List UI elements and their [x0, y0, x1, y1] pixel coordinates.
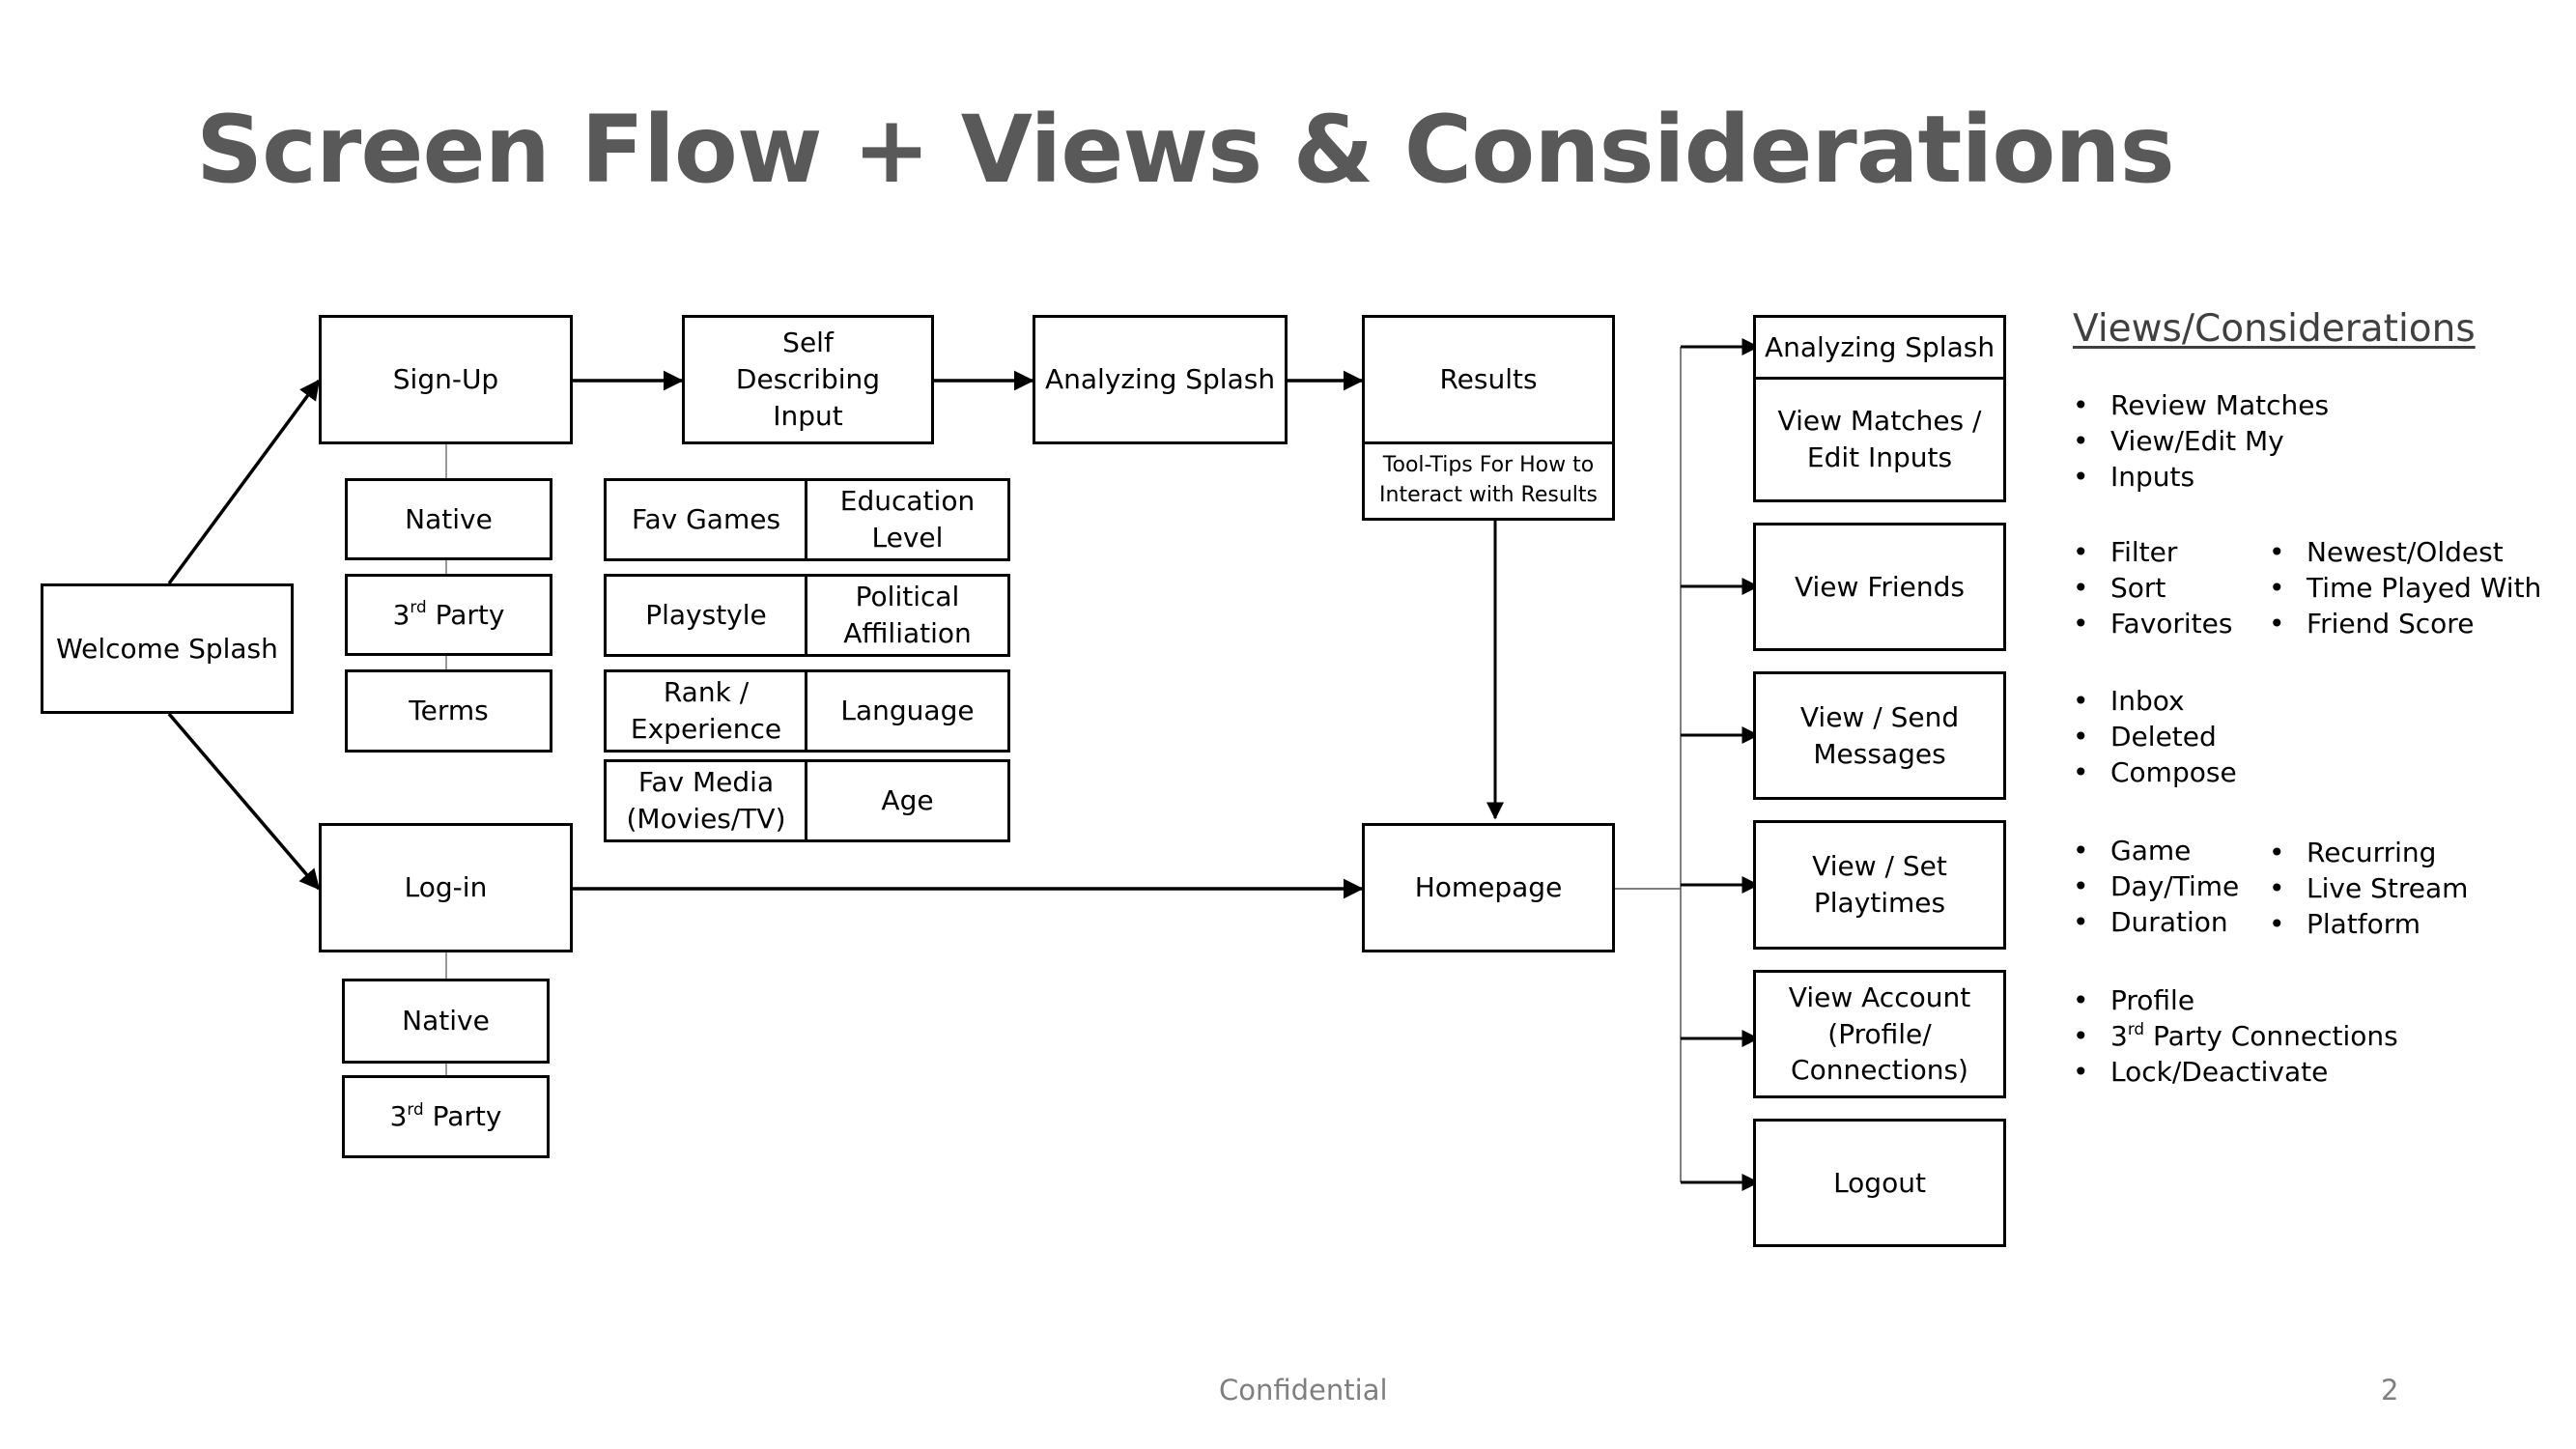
signup-terms-label: Terms — [409, 695, 489, 727]
analyzing-splash-label: Analyzing Splash — [1044, 363, 1276, 396]
input-language-label: Language — [840, 695, 975, 727]
input-language[interactable]: Language — [805, 669, 1010, 753]
welcome-splash-label: Welcome Splash — [56, 632, 278, 665]
list-item: Favorites — [2073, 606, 2232, 641]
tooltips-label: Tool-Tips For How to Interact with Resul… — [1379, 453, 1598, 507]
page-number: 2 — [2381, 1374, 2399, 1406]
list-item: Deleted — [2073, 719, 2237, 754]
playtimes-label: View / Set Playtimes — [1812, 850, 1947, 919]
messages-label: View / Send Messages — [1799, 700, 1960, 770]
input-fav-games[interactable]: Fav Games — [604, 478, 808, 561]
login-native-label: Native — [402, 1005, 490, 1037]
signup-native-node[interactable]: Native — [345, 478, 552, 560]
list-item: Friend Score — [2269, 606, 2541, 641]
input-rank[interactable]: Rank / Experience — [604, 669, 808, 753]
messages-node[interactable]: View / Send Messages — [1753, 671, 2006, 800]
logout-label: Logout — [1833, 1166, 1926, 1199]
list-item: Live Stream — [2269, 870, 2468, 906]
input-fav-games-label: Fav Games — [631, 503, 781, 536]
view-matches-node[interactable]: View Matches / Edit Inputs — [1753, 377, 2006, 502]
list-item: Platform — [2269, 906, 2468, 942]
list-item: Compose — [2073, 754, 2237, 790]
signup-label: Sign-Up — [392, 363, 499, 396]
login-label: Log-in — [404, 871, 488, 904]
list-item: Duration — [2073, 904, 2239, 940]
friends-considerations-left: Filter Sort Favorites — [2073, 534, 2232, 641]
login-third-party-label: 3rd Party — [389, 1098, 502, 1133]
input-playstyle-label: Playstyle — [645, 599, 767, 632]
self-describing-node[interactable]: Self Describing Input — [682, 315, 934, 444]
input-education-label: Education Level — [839, 485, 976, 554]
signup-third-party-label: 3rd Party — [392, 597, 505, 631]
homepage-label: Homepage — [1414, 871, 1563, 904]
input-rank-label: Rank / Experience — [630, 676, 782, 745]
signup-node[interactable]: Sign-Up — [319, 315, 573, 444]
list-item: Lock/Deactivate — [2073, 1054, 2398, 1090]
list-item: 3rd Party Connections — [2073, 1018, 2398, 1054]
homepage-node[interactable]: Homepage — [1362, 823, 1615, 952]
signup-third-party-node[interactable]: 3rd Party — [345, 574, 552, 656]
input-fav-media[interactable]: Fav Media (Movies/TV) — [604, 759, 808, 842]
playtimes-considerations-left: Game Day/Time Duration — [2073, 833, 2239, 940]
right-analyzing-splash-label: Analyzing Splash — [1764, 330, 1996, 363]
input-age-label: Age — [881, 784, 934, 817]
view-friends-node[interactable]: View Friends — [1753, 523, 2006, 651]
input-playstyle[interactable]: Playstyle — [604, 574, 808, 657]
playtimes-considerations-right: Recurring Live Stream Platform — [2269, 835, 2468, 942]
results-label: Results — [1439, 363, 1538, 396]
arrow-welcome-to-signup — [167, 379, 321, 585]
logout-node[interactable]: Logout — [1753, 1119, 2006, 1247]
playtimes-node[interactable]: View / Set Playtimes — [1753, 820, 2006, 950]
login-native-node[interactable]: Native — [342, 979, 550, 1064]
analyzing-splash-node[interactable]: Analyzing Splash — [1033, 315, 1288, 444]
list-item: Time Played With — [2269, 570, 2541, 606]
login-third-party-node[interactable]: 3rd Party — [342, 1075, 550, 1158]
signup-native-label: Native — [405, 502, 493, 535]
welcome-splash-node[interactable]: Welcome Splash — [41, 583, 294, 714]
list-item: Inbox — [2073, 683, 2237, 719]
input-education[interactable]: Education Level — [805, 478, 1010, 561]
list-item: Sort — [2073, 570, 2232, 606]
matches-considerations: Review Matches View/Edit My Inputs — [2073, 387, 2329, 495]
messages-considerations: Inbox Deleted Compose — [2073, 683, 2237, 790]
login-node[interactable]: Log-in — [319, 823, 573, 952]
list-item: Inputs — [2073, 459, 2329, 495]
self-describing-label: Self Describing Input — [735, 327, 881, 432]
friends-considerations-right: Newest/Oldest Time Played With Friend Sc… — [2269, 534, 2541, 641]
page-title: Screen Flow + Views & Considerations — [196, 96, 2175, 204]
signup-terms-node[interactable]: Terms — [345, 669, 552, 753]
list-item: Game — [2073, 833, 2239, 868]
list-item: Day/Time — [2073, 868, 2239, 904]
view-friends-label: View Friends — [1794, 570, 1966, 603]
input-fav-media-label: Fav Media (Movies/TV) — [626, 766, 786, 835]
account-considerations: Profile 3rd Party Connections Lock/Deact… — [2073, 982, 2398, 1090]
input-political[interactable]: Political Affiliation — [805, 574, 1010, 657]
arrow-welcome-to-login — [167, 712, 321, 891]
input-political-label: Political Affiliation — [843, 581, 972, 649]
list-item: View/Edit My — [2073, 423, 2329, 459]
confidential-label: Confidential — [1219, 1374, 1388, 1406]
views-heading: Views/Considerations — [2073, 307, 2476, 351]
list-item: Review Matches — [2073, 387, 2329, 423]
right-analyzing-splash-node[interactable]: Analyzing Splash — [1753, 315, 2006, 380]
tooltips-node[interactable]: Tool-Tips For How to Interact with Resul… — [1362, 441, 1615, 521]
list-item: Recurring — [2269, 835, 2468, 870]
input-age[interactable]: Age — [805, 759, 1010, 842]
list-item: Profile — [2073, 982, 2398, 1018]
view-matches-label: View Matches / Edit Inputs — [1777, 405, 1982, 473]
account-label: View Account (Profile/ Connections) — [1788, 980, 1971, 1087]
list-item: Newest/Oldest — [2269, 534, 2541, 570]
results-node[interactable]: Results — [1362, 315, 1615, 444]
list-item: Filter — [2073, 534, 2232, 570]
account-node[interactable]: View Account (Profile/ Connections) — [1753, 970, 2006, 1098]
